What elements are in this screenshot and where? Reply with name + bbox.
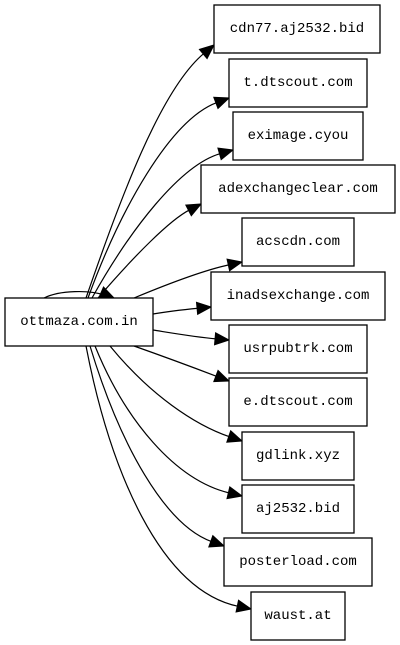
target-node-box: [241, 217, 355, 267]
target-node-box: [241, 431, 355, 481]
edge-line: [133, 345, 218, 377]
target-node: eximage.cyou: [232, 111, 364, 161]
target-node-box: [228, 58, 368, 108]
edge-line: [133, 264, 230, 299]
edges-layer: [43, 44, 253, 613]
target-node: e.dtscout.com: [228, 377, 368, 427]
target-node: waust.at: [250, 591, 346, 641]
target-node-label: adexchangeclear.com: [218, 181, 378, 197]
edge-line: [91, 152, 221, 299]
target-node-label: cdn77.aj2532.bid: [230, 21, 364, 37]
edge-line: [152, 329, 217, 340]
target-node-box: [223, 537, 373, 587]
edge-line: [94, 345, 230, 494]
target-node-box: [213, 4, 381, 54]
arrow-head: [217, 147, 235, 161]
target-node: aj2532.bid: [241, 484, 355, 534]
source-node-label: ottmaza.com.in: [20, 314, 138, 330]
target-node: inadsexchange.com: [210, 271, 386, 321]
arrow-head: [198, 44, 215, 60]
arrow-head: [226, 486, 244, 500]
target-node-box: [228, 324, 368, 374]
target-node-box: [232, 111, 364, 161]
edge-line: [87, 101, 218, 299]
target-node-box: [228, 377, 368, 427]
arrow-head: [213, 331, 231, 346]
target-node: adexchangeclear.com: [200, 164, 396, 214]
edge-line: [97, 209, 190, 299]
arrow-head: [185, 203, 203, 217]
target-node-box: [250, 591, 346, 641]
target-node-label: inadsexchange.com: [227, 288, 370, 304]
arrow-head: [213, 369, 231, 383]
edge-line: [152, 307, 199, 315]
arrow-head: [226, 258, 244, 272]
target-node-label: eximage.cyou: [248, 128, 349, 144]
target-node: posterload.com: [223, 537, 373, 587]
source-node-box: [4, 297, 154, 347]
arrow-head: [213, 96, 231, 110]
target-node-label: t.dtscout.com: [243, 75, 352, 91]
edge-line: [85, 345, 239, 607]
target-node-label: aj2532.bid: [256, 501, 340, 517]
arrow-head: [226, 429, 244, 443]
target-node-box: [200, 164, 396, 214]
target-node: gdlink.xyz: [241, 431, 355, 481]
target-node-label: e.dtscout.com: [243, 394, 352, 410]
target-node-label: gdlink.xyz: [256, 448, 340, 464]
nodes-layer: ottmaza.com.in cdn77.aj2532.bid t.dtscou…: [4, 4, 396, 641]
target-node-label: usrpubtrk.com: [243, 341, 352, 357]
target-node-label: acscdn.com: [256, 234, 340, 250]
target-node: usrpubtrk.com: [228, 324, 368, 374]
target-node-label: posterload.com: [239, 554, 357, 570]
target-node: acscdn.com: [241, 217, 355, 267]
target-node-label: waust.at: [264, 608, 331, 624]
arrow-head: [195, 301, 213, 316]
edge-line: [89, 345, 212, 543]
arrow-head: [235, 599, 253, 613]
self-loop-edge: [43, 291, 105, 299]
edge-line: [109, 345, 230, 438]
target-node: t.dtscout.com: [228, 58, 368, 108]
source-node: ottmaza.com.in: [4, 297, 154, 347]
edge-line: [85, 52, 205, 299]
target-node: cdn77.aj2532.bid: [213, 4, 381, 54]
arrow-head: [208, 534, 226, 548]
target-node-box: [241, 484, 355, 534]
target-node-box: [210, 271, 386, 321]
